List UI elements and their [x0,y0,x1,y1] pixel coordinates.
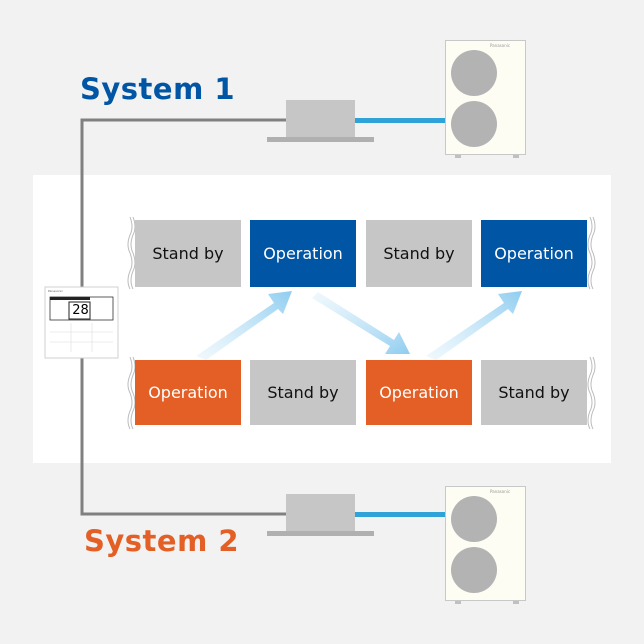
indoor-unit-1-plate [267,137,374,142]
system-2-operation-block: Operation [366,360,472,425]
system-1-standby-block: Stand by [366,220,472,287]
remote-controller [44,286,119,359]
system-1-standby-block: Stand by [135,220,241,287]
system-1-operation-block: Operation [481,220,587,287]
timeline-wavy-edges [127,216,596,430]
system-1-label: System 1 [80,72,236,106]
switch-arrow-3 [426,291,522,360]
system-2-standby-block: Stand by [481,360,587,425]
system-2-standby-block: Stand by [250,360,356,425]
refrigerant-pipe-1 [355,118,446,123]
outdoor-unit-1-brand-logo: Panasonic [490,43,511,48]
remote-temperature: 28 [72,303,89,318]
outdoor-unit-2 [445,486,526,604]
system-1-operation-block: Operation [250,220,356,287]
outdoor-unit-1 [445,40,526,158]
switch-arrow-1 [196,291,292,360]
switch-arrow-2 [312,292,410,354]
indoor-unit-1 [286,100,355,137]
indoor-unit-2-plate [267,531,374,536]
indoor-unit-2 [286,494,355,531]
outdoor-unit-2-brand-logo: Panasonic [490,489,511,494]
refrigerant-pipe-2 [355,512,446,517]
system-2-operation-block: Operation [135,360,241,425]
system-2-label: System 2 [84,524,240,558]
remote-brand-logo: Panasonic [48,289,64,293]
